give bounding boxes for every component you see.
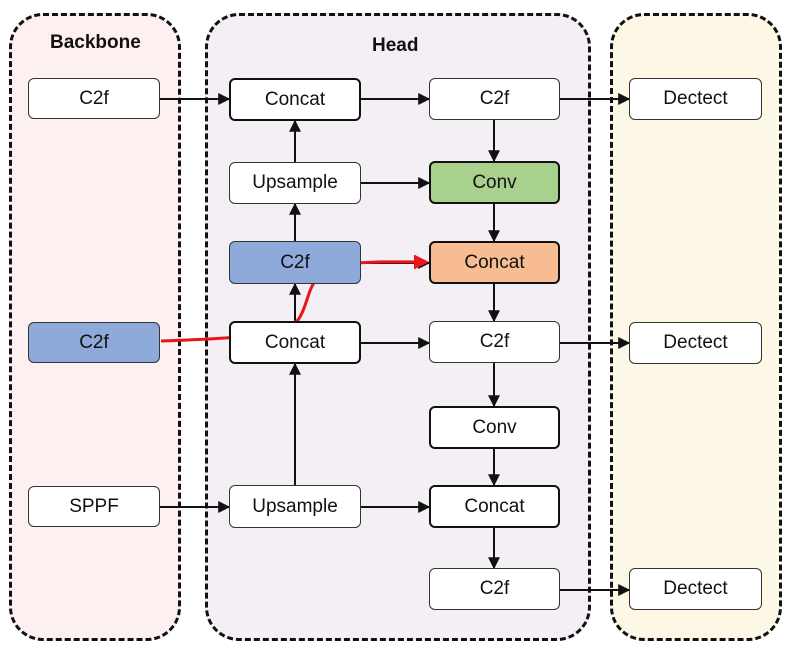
detect-1: Dectect: [629, 78, 762, 120]
head-concat-1: Concat: [229, 78, 361, 121]
head-concat-2: Concat: [229, 321, 361, 364]
head-c2f-1: C2f: [429, 78, 560, 120]
head-concat-3: Concat: [429, 241, 560, 284]
head-title: Head: [372, 35, 419, 56]
backbone-sppf: SPPF: [28, 486, 160, 527]
head-upsample-2: Upsample: [229, 485, 361, 528]
backbone-c2f-highlight: C2f: [28, 322, 160, 363]
head-c2f-3: C2f: [429, 568, 560, 610]
head-conv-1: Conv: [429, 161, 560, 204]
head-upsample-1: Upsample: [229, 162, 361, 204]
detect-3: Dectect: [629, 568, 762, 610]
detect-2: Dectect: [629, 322, 762, 364]
head-concat-4: Concat: [429, 485, 560, 528]
head-conv-2: Conv: [429, 406, 560, 449]
backbone-c2f-top: C2f: [28, 78, 160, 119]
backbone-title: Backbone: [50, 32, 141, 53]
head-c2f-highlight: C2f: [229, 241, 361, 284]
head-c2f-2: C2f: [429, 321, 560, 363]
